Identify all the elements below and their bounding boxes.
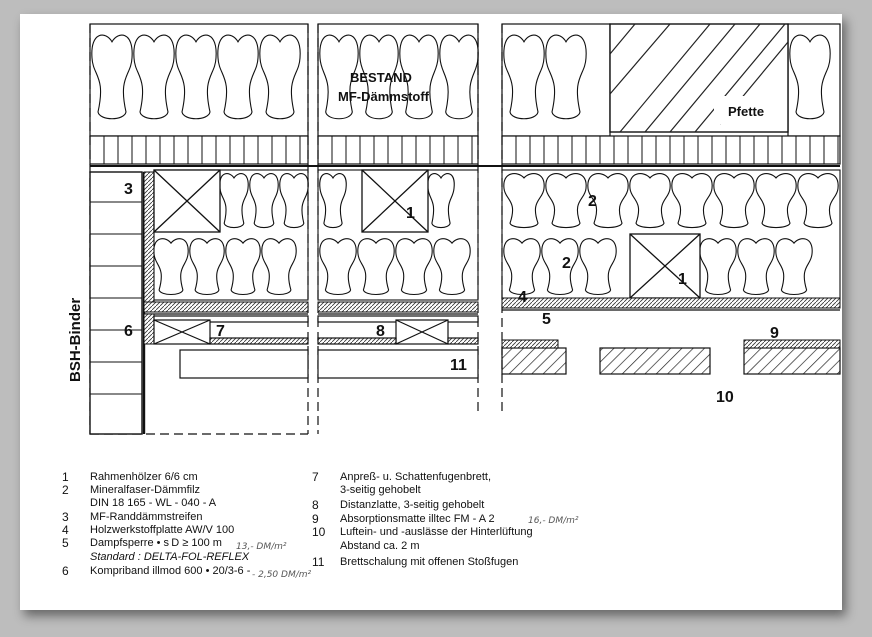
insulation-blob bbox=[579, 238, 617, 296]
top-insulation-d bbox=[787, 23, 841, 137]
insulation-blob bbox=[713, 173, 755, 229]
construction-section-drawing: BESTAND MF-Dämmstoff Pfette BSH-Binder 3… bbox=[67, 23, 841, 435]
callout-9: 9 bbox=[770, 325, 779, 342]
insulation-blob bbox=[217, 34, 259, 120]
board-strip bbox=[89, 135, 841, 167]
legend-item: Standard : DELTA-FOL-REFLEX bbox=[90, 551, 250, 563]
top-insulation-a bbox=[89, 23, 309, 137]
board-strip-segment bbox=[501, 135, 841, 165]
insulation-blob bbox=[399, 34, 439, 120]
callout-3: 3 bbox=[124, 181, 133, 198]
insulation-blob bbox=[189, 238, 225, 296]
drawing-sheet: BESTAND MF-Dämmstoff Pfette BSH-Binder 3… bbox=[20, 14, 842, 610]
insulation-blob bbox=[225, 238, 261, 296]
insulation-blobs bbox=[91, 34, 839, 296]
insulation-blob bbox=[541, 238, 579, 296]
label-bsh-binder: BSH-Binder bbox=[67, 298, 84, 382]
insulation-blob bbox=[261, 238, 297, 296]
callout-4: 4 bbox=[518, 289, 527, 306]
callout-2a: 2 bbox=[588, 193, 597, 210]
battens bbox=[153, 315, 479, 345]
label-pfette: Pfette bbox=[728, 104, 764, 119]
board-strip-segment bbox=[317, 135, 479, 165]
insulation-blob bbox=[671, 173, 713, 229]
callout-10: 10 bbox=[716, 389, 734, 406]
callout-11: 11 bbox=[450, 357, 467, 374]
legend-item: DIN 18 165 - WL - 040 - A bbox=[90, 497, 217, 509]
insulation-blob bbox=[175, 34, 217, 120]
label-mf-daemmstoff: MF-Dämmstoff bbox=[338, 89, 430, 104]
insulation-blob bbox=[319, 173, 347, 229]
label-bestand: BESTAND bbox=[350, 70, 412, 85]
insulation-blob bbox=[319, 34, 359, 120]
insulation-blob bbox=[249, 173, 279, 229]
legend-item: 3-seitig gehobelt bbox=[340, 484, 421, 496]
insulation-blob bbox=[319, 238, 357, 296]
insulation-blob bbox=[503, 34, 545, 120]
callout-5: 5 bbox=[542, 311, 551, 328]
edge-insulation-strip bbox=[143, 171, 155, 303]
handwritten-note-1: 13,- DM/m² bbox=[236, 542, 287, 552]
compression-tape bbox=[143, 313, 155, 345]
callout-1b: 1 bbox=[678, 271, 687, 288]
callout-2b: 2 bbox=[562, 255, 571, 272]
insulation-blob bbox=[133, 34, 175, 120]
board-cladding bbox=[179, 349, 479, 379]
insulation-blob bbox=[279, 173, 309, 229]
insulation-blob bbox=[503, 238, 541, 296]
insulation-blob bbox=[503, 173, 545, 229]
top-insulation-c bbox=[501, 23, 611, 137]
legend-item: Abstand ca. 2 m bbox=[340, 540, 420, 552]
hatched-boards-right bbox=[501, 339, 841, 375]
insulation-blob bbox=[775, 238, 813, 296]
insulation-blob bbox=[789, 34, 831, 120]
insulation-blob bbox=[545, 34, 587, 120]
insulation-blob bbox=[433, 238, 471, 296]
callout-7: 7 bbox=[216, 323, 225, 340]
frame-timbers bbox=[153, 169, 701, 299]
insulation-blob bbox=[797, 173, 839, 229]
insulation-blob bbox=[699, 238, 737, 296]
insulation-blob bbox=[629, 173, 671, 229]
bsh-binder bbox=[89, 171, 146, 435]
callout-6: 6 bbox=[124, 323, 133, 340]
callout-8: 8 bbox=[376, 323, 385, 340]
wood-panel-and-vapor-barrier bbox=[143, 297, 841, 315]
handwritten-note-2: - 2,50 DM/m² bbox=[252, 570, 312, 580]
pfette-beam bbox=[609, 23, 789, 133]
insulation-blob bbox=[427, 173, 455, 229]
insulation-blob bbox=[259, 34, 301, 120]
insulation-blob bbox=[153, 238, 189, 296]
board-strip-segment bbox=[89, 135, 309, 165]
insulation-blob bbox=[395, 238, 433, 296]
insulation-blob bbox=[91, 34, 133, 120]
insulation-blob bbox=[359, 34, 399, 120]
insulation-blob bbox=[439, 34, 479, 120]
insulation-blob bbox=[587, 173, 629, 229]
insulation-blob bbox=[545, 173, 587, 229]
callout-1a: 1 bbox=[406, 205, 415, 222]
insulation-blob bbox=[755, 173, 797, 229]
handwritten-note-3: 16,- DM/m² bbox=[528, 516, 579, 526]
insulation-blob bbox=[357, 238, 395, 296]
insulation-blob bbox=[737, 238, 775, 296]
insulation-blob bbox=[219, 173, 249, 229]
